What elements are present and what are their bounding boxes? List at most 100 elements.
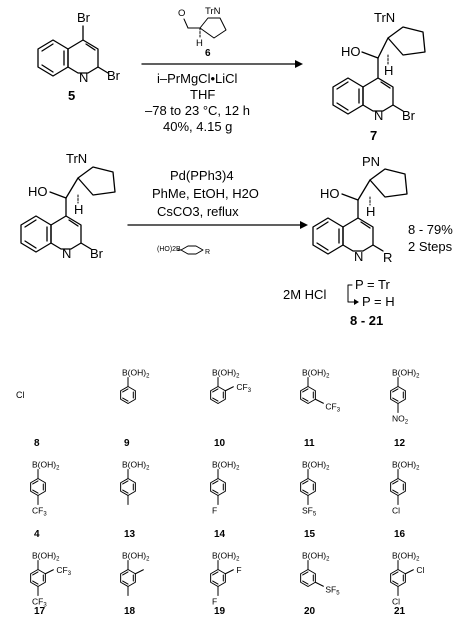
benzene-ring [300, 386, 316, 404]
boronic-generic-r: R [205, 249, 210, 256]
boronic-acid-label: B(OH)2 [392, 551, 420, 563]
conditions-2-line-1: PhMe, EtOH, H2O [152, 186, 259, 201]
grid-cell-16: B(OH)2Cl 16 [390, 460, 420, 540]
scheme2-sm-ho: HO [28, 184, 48, 199]
grid-number-14: 14 [214, 529, 226, 540]
yield-line-2: 2 Steps [408, 239, 453, 254]
boronic-acid-label: B(OH)2 [32, 460, 60, 472]
substituent-para: CF3 [32, 597, 47, 609]
boronic-acid-label: B(OH)2 [212, 460, 240, 472]
compound-5-br-top: Br [77, 10, 91, 25]
conditions-2: Pd(PPh3)4 PhMe, EtOH, H2O CsCO3, reflux [152, 168, 259, 219]
substituent-meta: CF3 [325, 401, 340, 413]
conditions-2-line-0: Pd(PPh3)4 [170, 168, 234, 183]
compound-7-br: Br [402, 108, 416, 123]
scheme2-sm-br: Br [90, 246, 104, 261]
compound-8-21: PN H HO N R 8 - 79% 2 Steps P = Tr 2M HC… [283, 154, 453, 328]
boronic-acid-label: B(OH)2 [212, 368, 240, 380]
reagent-6-trn: TrN [205, 6, 221, 17]
grid-number-4: 4 [34, 529, 40, 540]
reagent-6: O TrN H 6 [178, 6, 227, 59]
boronic-acid-label: B(OH)2 [392, 460, 420, 472]
substituent-para: Cl [392, 506, 400, 516]
arrow-1 [141, 60, 303, 68]
grid-cell-8: Cl 8 [16, 390, 40, 449]
reagent-6-o: O [178, 8, 185, 19]
grid-number-20: 20 [304, 606, 316, 617]
boronic-acid-label: B(OH)2 [212, 551, 240, 563]
substituent-para: F [212, 597, 217, 607]
scheme2-sm-n: N [62, 246, 71, 261]
compound-5-label: 5 [68, 88, 75, 103]
benzene-ring [120, 386, 136, 404]
compound-5: Br Br N 5 [37, 10, 121, 103]
compound-7-sm: TrN H HO N Br [20, 151, 116, 261]
compound-7-ho: HO [341, 44, 361, 59]
conditions-2-line-2: CsCO3, reflux [157, 204, 239, 219]
compound-8-21-label: 8 - 21 [350, 313, 383, 328]
grid-number-8: 8 [34, 438, 40, 449]
scheme2-prod-pn: PN [362, 154, 380, 169]
compound-7-label: 7 [370, 128, 377, 143]
boronic-acid-label: B(OH)2 [32, 551, 60, 563]
grid-number-17: 17 [34, 606, 46, 617]
scheme2-sm-h: H [74, 202, 83, 217]
grid-number-16: 16 [394, 529, 406, 540]
grid-number-19: 19 [214, 606, 226, 617]
substituent-para: F [212, 506, 217, 516]
grid-cell-13: B(OH)213 [120, 460, 150, 540]
substituent-para: NO2 [392, 414, 409, 426]
boronic-acid-label: B(OH)2 [302, 368, 330, 380]
grid-number-15: 15 [304, 529, 316, 540]
boronic-acid-label: B(OH)2 [392, 368, 420, 380]
compound-7: TrN H HO N Br 7 [332, 10, 426, 143]
boronic-acid-label: B(OH)2 [302, 460, 330, 472]
scheme2-prod-h: H [366, 204, 375, 219]
p-equals-tr: P = Tr [355, 277, 390, 292]
boronic-acid-generic: (HO)2B R [157, 245, 210, 256]
substituent-para: SF5 [302, 506, 317, 518]
grid-number-9: 9 [124, 438, 130, 449]
scheme2-prod-n: N [354, 249, 363, 264]
scheme2-prod-ho: HO [320, 186, 340, 201]
conditions-1-line-2: –78 to 23 °C, 12 h [145, 103, 250, 118]
grid-text-8: Cl [16, 390, 25, 400]
conditions-1: i–PrMgCl•LiCl THF –78 to 23 °C, 12 h 40%… [145, 71, 250, 134]
boronic-generic-label: (HO)2B [157, 246, 181, 253]
grid-cell-14: B(OH)2F 14 [210, 460, 240, 540]
compound-7-h: H [384, 63, 393, 78]
grid-number-12: 12 [394, 438, 406, 449]
substituent-ortho: F [236, 565, 241, 575]
grid-cell-18: B(OH)218 [120, 551, 150, 617]
compound-5-br-side: Br [107, 68, 121, 83]
boronic-acid-grid: Cl8B(OH)29B(OH)2CF310B(OH)2CF311B(OH)2NO… [16, 368, 424, 618]
boronic-acid-label: B(OH)2 [122, 460, 150, 472]
hcl-label: 2M HCl [283, 287, 326, 302]
compound-7-trn: TrN [374, 10, 395, 25]
p-equals-h: P = H [362, 294, 395, 309]
reagent-6-h: H [196, 38, 203, 49]
boronic-acid-label: B(OH)2 [302, 551, 330, 563]
substituent-ortho: CF3 [56, 565, 71, 577]
compound-7-n: N [374, 108, 383, 123]
boronic-acid-label: B(OH)2 [122, 368, 150, 380]
compound-5-n: N [79, 70, 88, 85]
scheme2-prod-r: R [383, 250, 392, 265]
substituent-para: Cl [392, 597, 400, 607]
reagent-6-label: 6 [205, 48, 211, 59]
conditions-1-line-1: THF [190, 87, 215, 102]
substituent-para: CF3 [32, 506, 47, 518]
substituent-meta: SF5 [325, 584, 340, 596]
substituent-ortho: CF3 [236, 382, 251, 394]
conditions-1-line-0: i–PrMgCl•LiCl [157, 71, 238, 86]
conditions-1-line-3: 40%, 4.15 g [163, 119, 232, 134]
